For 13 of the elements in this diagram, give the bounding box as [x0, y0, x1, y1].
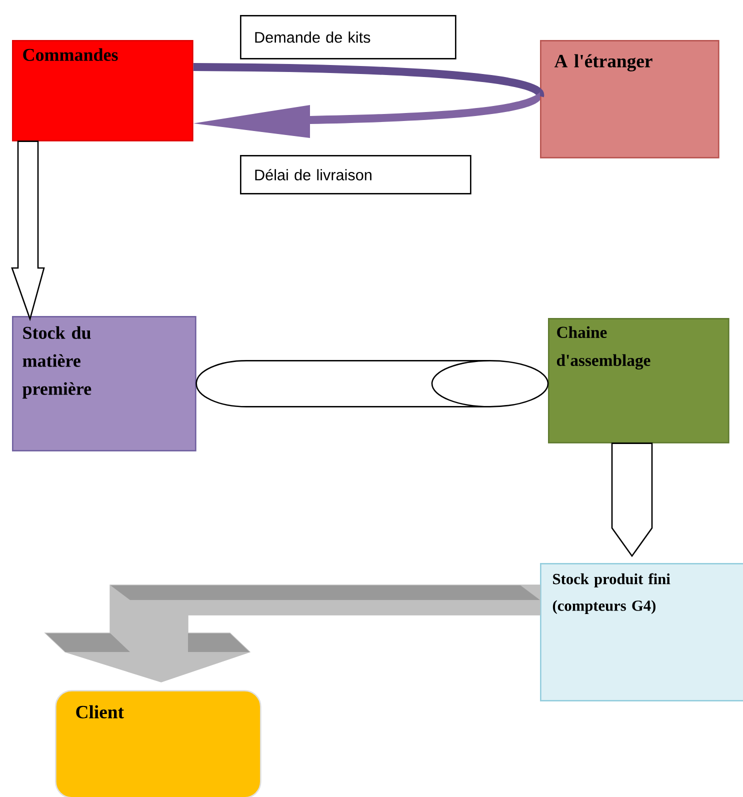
curved-arrow — [193, 92, 540, 138]
process-box: Chaine d'assemblage — [548, 318, 730, 444]
process-box: Client — [55, 690, 262, 797]
process-box: Stock du matière première — [12, 316, 196, 452]
edge-label: Délai de livraison — [240, 155, 472, 194]
block-arrow — [44, 584, 540, 682]
pipe-connector — [196, 360, 549, 408]
process-box: Stock produit fini (compteurs G4) — [540, 563, 743, 702]
process-box: Commandes — [12, 40, 194, 142]
block-arrow — [11, 140, 45, 322]
process-box: A l'étranger — [540, 40, 720, 158]
block-arrow — [611, 442, 653, 558]
edge-label: Demande de kits — [240, 15, 456, 60]
